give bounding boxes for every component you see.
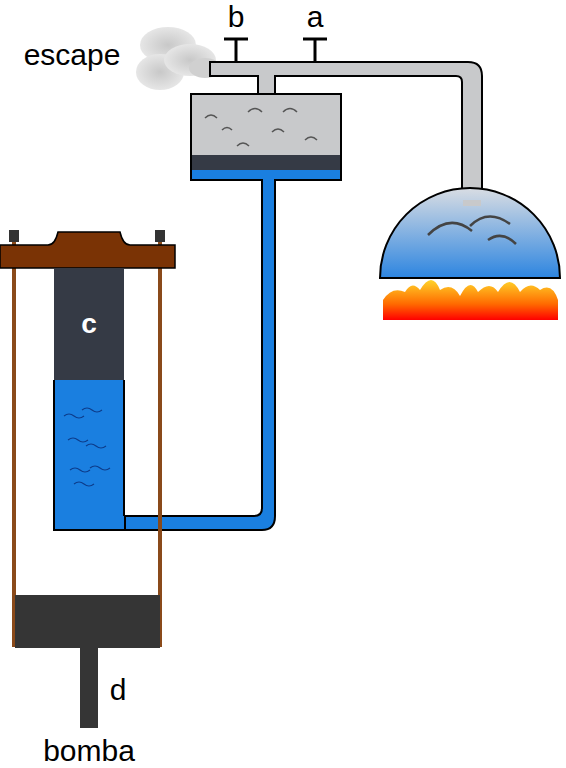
escape-label: escape xyxy=(24,40,121,70)
valve-label: b xyxy=(228,2,245,32)
pump-label: bomba xyxy=(43,736,135,766)
water-tube xyxy=(125,180,275,530)
steam-cloud xyxy=(136,27,221,90)
valve-a xyxy=(303,39,327,62)
boiler xyxy=(380,188,560,278)
part-letter: d xyxy=(110,675,127,705)
lower-cylinder xyxy=(54,380,125,530)
pump-frame xyxy=(0,230,175,647)
valve-b xyxy=(224,39,248,62)
valve-label: a xyxy=(307,2,324,32)
pump-rod xyxy=(80,648,98,728)
part-letter: c xyxy=(81,310,97,338)
pump-piston xyxy=(15,595,160,648)
piston: c xyxy=(54,268,124,380)
fire xyxy=(383,280,558,320)
upper-cylinder xyxy=(191,94,341,180)
